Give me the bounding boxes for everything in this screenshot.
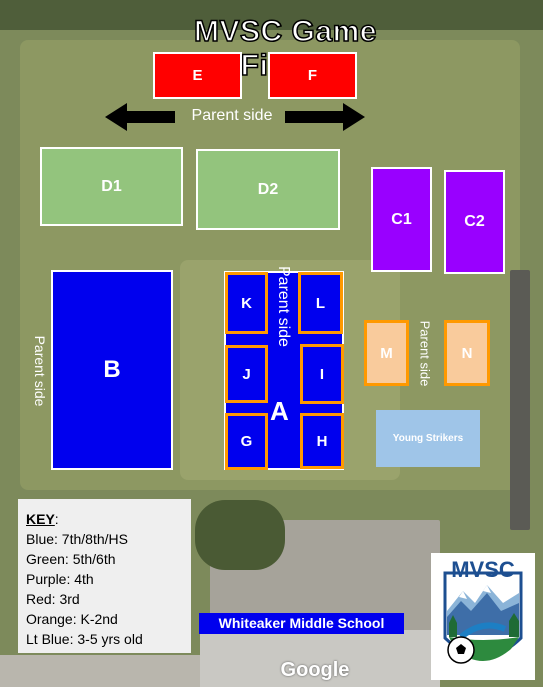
field-b-label: B — [103, 356, 121, 383]
field-g[interactable]: G — [225, 413, 268, 470]
key-line-blue: Blue: 7th/8th/HS — [26, 531, 128, 547]
parent-side-left-label: Parent side — [32, 335, 48, 407]
mvsc-logo-icon — [443, 571, 523, 664]
parent-side-top-label: Parent side — [191, 107, 273, 124]
key-line-light-blue: Lt Blue: 3-5 yrs old — [26, 631, 143, 647]
tree-line-top — [0, 0, 543, 30]
field-c1[interactable]: C1 — [371, 167, 432, 272]
road — [0, 655, 200, 687]
field-young-strikers[interactable]: Young Strikers — [376, 410, 480, 467]
track-strip — [510, 270, 530, 530]
field-c1-label: C1 — [391, 210, 412, 228]
field-j[interactable]: J — [225, 345, 268, 403]
right-arrow-icon — [285, 103, 365, 131]
parent-side-mn-label: Parent side — [417, 320, 433, 387]
field-e-label: E — [192, 67, 203, 84]
field-d1[interactable]: D1 — [40, 147, 183, 226]
field-n-label: N — [461, 344, 473, 362]
field-f[interactable]: F — [268, 52, 357, 99]
key-heading-row: KEY: — [26, 509, 191, 529]
google-watermark: Google — [280, 659, 350, 681]
school-building — [200, 630, 440, 687]
field-c2[interactable]: C2 — [444, 170, 505, 274]
field-j-label: J — [242, 365, 251, 383]
parent-side-a-label: Parent side — [275, 266, 292, 347]
field-b[interactable]: B — [51, 270, 173, 470]
key-heading-colon: : — [54, 511, 59, 527]
field-h-label: H — [316, 432, 328, 450]
field-e[interactable]: E — [153, 52, 242, 99]
key-line-red: Red: 3rd — [26, 591, 80, 607]
key-line-orange: Orange: K-2nd — [26, 611, 118, 627]
key-line-purple: Purple: 4th — [26, 571, 94, 587]
field-young-strikers-label: Young Strikers — [392, 433, 464, 444]
key-heading: KEY — [26, 511, 55, 527]
field-d2-label: D2 — [257, 180, 279, 198]
field-k[interactable]: K — [225, 272, 268, 334]
school-label: Whiteaker Middle School — [199, 613, 404, 634]
field-k-label: K — [241, 294, 252, 312]
key-line-green: Green: 5th/6th — [26, 551, 116, 567]
field-m-label: M — [380, 344, 393, 362]
field-h[interactable]: H — [300, 413, 344, 469]
mvsc-logo: MVSC — [431, 553, 535, 680]
key-box: KEY: Blue: 7th/8th/HS Green: 5th/6th Pur… — [18, 499, 191, 653]
field-l[interactable]: L — [298, 272, 343, 334]
field-i-label: I — [319, 365, 325, 383]
mvsc-logo-text: MVSC — [451, 557, 515, 582]
tree-cluster — [195, 500, 285, 570]
field-n[interactable]: N — [444, 320, 490, 386]
field-c2-label: C2 — [464, 213, 485, 230]
field-i[interactable]: I — [300, 344, 344, 404]
field-d2[interactable]: D2 — [196, 149, 340, 230]
left-arrow-icon — [105, 103, 175, 131]
field-g-label: G — [240, 433, 253, 450]
field-d1-label: D1 — [101, 177, 122, 195]
field-l-label: L — [315, 294, 326, 312]
field-m[interactable]: M — [364, 320, 409, 386]
field-a-label: A — [270, 396, 289, 426]
field-f-label: F — [307, 67, 318, 84]
